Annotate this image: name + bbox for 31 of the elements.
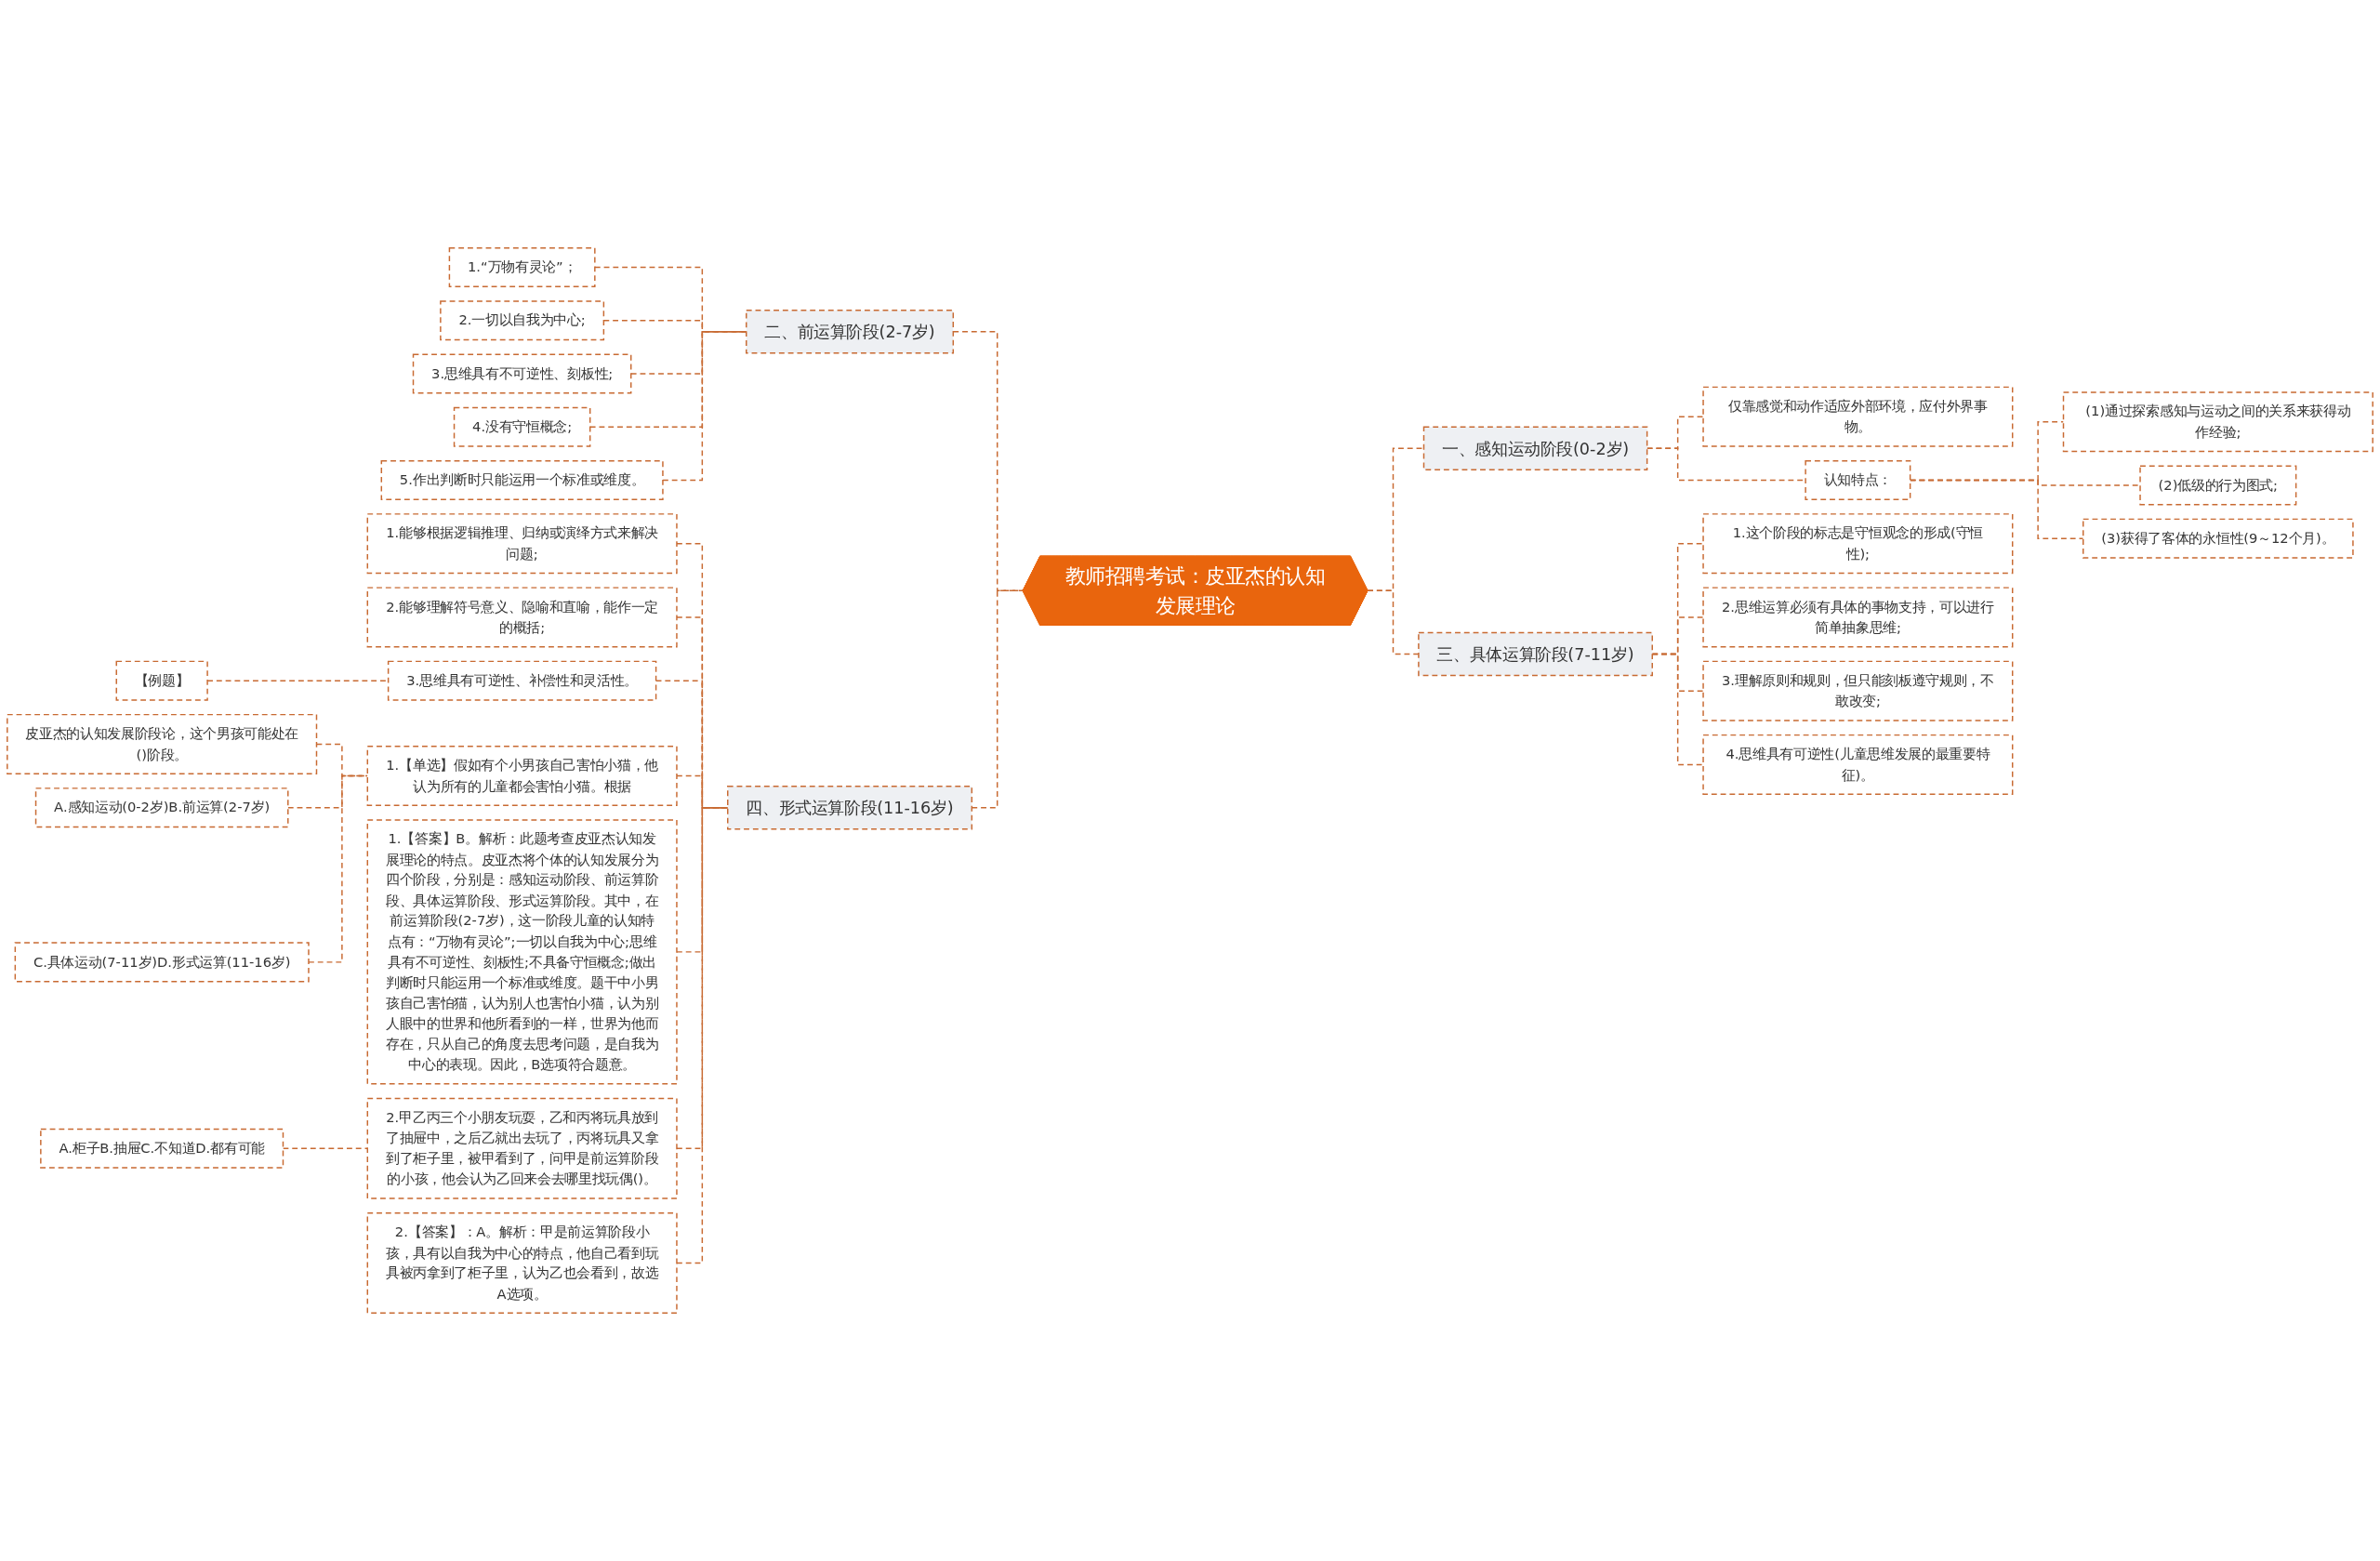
node-box: 四、形式运算阶段(11-16岁) bbox=[727, 785, 973, 830]
node-box: C.具体运动(7-11岁)D.形式运算(11-16岁) bbox=[14, 942, 310, 983]
node-box: 一、感知运动阶段(0-2岁) bbox=[1422, 426, 1648, 471]
node-box: A.柜子B.抽屉C.不知道D.都有可能 bbox=[40, 1128, 284, 1169]
node-box: 1.这个阶段的标志是守恒观念的形成(守恒性); bbox=[1702, 513, 2014, 575]
node-box: (1)通过探索感知与运动之间的关系来获得动作经验; bbox=[2062, 391, 2373, 453]
node-box: 仅靠感觉和动作适应外部环境，应付外界事物。 bbox=[1702, 386, 2014, 447]
node-box: 1.能够根据逻辑推理、归纳或演绎方式来解决问题; bbox=[366, 513, 678, 575]
node-box: 3.思维具有不可逆性、刻板性; bbox=[412, 353, 632, 394]
node-box: 认知特点： bbox=[1805, 459, 1911, 500]
node-box: 2.【答案】：A。解析：甲是前运算阶段小孩，具有以自我为中心的特点，他自己看到玩具被丙拿到了柜子里，认为乙也会看到，故选A选项。 bbox=[366, 1211, 678, 1315]
node-box: (2)低级的行为图式; bbox=[2139, 465, 2297, 506]
node-box: 三、具体运算阶段(7-11岁) bbox=[1418, 631, 1653, 677]
node-box: 4.思维具有可逆性(儿童思维发展的最重要特征)。 bbox=[1702, 734, 2014, 795]
node-box: 1.【单选】假如有个小男孩自己害怕小猫，他认为所有的儿童都会害怕小猫。根据 bbox=[366, 746, 678, 807]
node-box: 1.“万物有灵论”； bbox=[448, 246, 596, 287]
node-box: 2.甲乙丙三个小朋友玩耍，乙和丙将玩具放到了抽屉中，之后乙就出去玩了，丙将玩具又拿到了柜子里，被甲看到了，问甲是前运算阶段的小孩，他会认为乙回来会去哪里找玩偶()。 bbox=[366, 1097, 678, 1199]
connector bbox=[287, 774, 369, 809]
node-box: 2.思维运算必须有具体的事物支持，可以进行简单抽象思维; bbox=[1702, 587, 2014, 648]
node-box: 【例题】 bbox=[115, 660, 208, 701]
node-box: 4.没有守恒概念; bbox=[453, 406, 591, 447]
node-box: A.感知运动(0-2岁)B.前运算(2-7岁) bbox=[34, 787, 289, 828]
node-box: 皮亚杰的认知发展阶段论，这个男孩可能处在()阶段。 bbox=[7, 713, 318, 774]
node-box: 1.【答案】B。解析：此题考查皮亚杰认知发展理论的特点。皮亚杰将个体的认知发展分为四个阶段，分别是：感知运动阶段、前运算阶段、具体运算阶段、形式运算阶段。其中，在前运算阶段(2-7岁)，这一阶段儿童的认知特点有：“万物有灵论”;一切以自我为中心;思维具有不可逆性、刻板性;不具备守恒概念;做出判断时只能运用一个标准或维度。题干中小男孩自己害怕猫，认为别人也害怕小猫，认为别人眼中的世界和他所看到的一样，世界为他而存在，只从自己的角度去思考问题，是自我为中心的表现。因此，B选项符合题意。 bbox=[366, 819, 678, 1085]
node-box: 5.作出判断时只能运用一个标准或维度。 bbox=[380, 459, 664, 500]
node-box: 2.一切以自我为中心; bbox=[440, 300, 605, 341]
node-box: (3)获得了客体的永恒性(9～12个月)。 bbox=[2082, 518, 2354, 559]
node-box: 3.理解原则和规则，但只能刻板遵守规则，不敢改变; bbox=[1702, 660, 2014, 721]
node-box: 二、前运算阶段(2-7岁) bbox=[746, 310, 955, 354]
node-box: 2.能够理解符号意义、隐喻和直喻，能作一定的概括; bbox=[366, 587, 678, 648]
node-box: 3.思维具有可逆性、补偿性和灵活性。 bbox=[387, 660, 657, 701]
